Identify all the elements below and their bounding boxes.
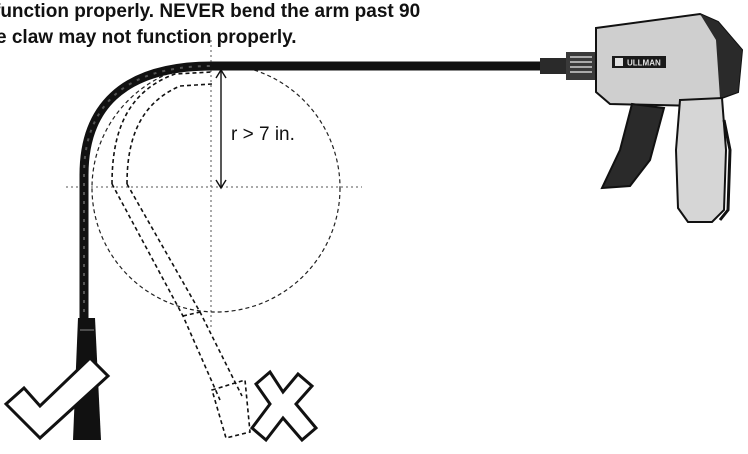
x-mark-icon <box>249 369 319 443</box>
pickup-tool-handle: ULLMAN <box>540 12 744 223</box>
incorrect-bend-outline <box>111 71 251 439</box>
brand-label: ULLMAN <box>627 59 661 68</box>
radius-label: r > 7 in. <box>231 124 295 145</box>
bend-radius-circle <box>91 63 341 313</box>
radius-dimension-arrow <box>215 68 227 190</box>
warning-caption-line-1: function properly. NEVER bend the arm pa… <box>0 1 421 22</box>
warning-caption-line-2: e claw may not function properly. <box>0 27 297 48</box>
checkmark-icon <box>3 355 111 441</box>
